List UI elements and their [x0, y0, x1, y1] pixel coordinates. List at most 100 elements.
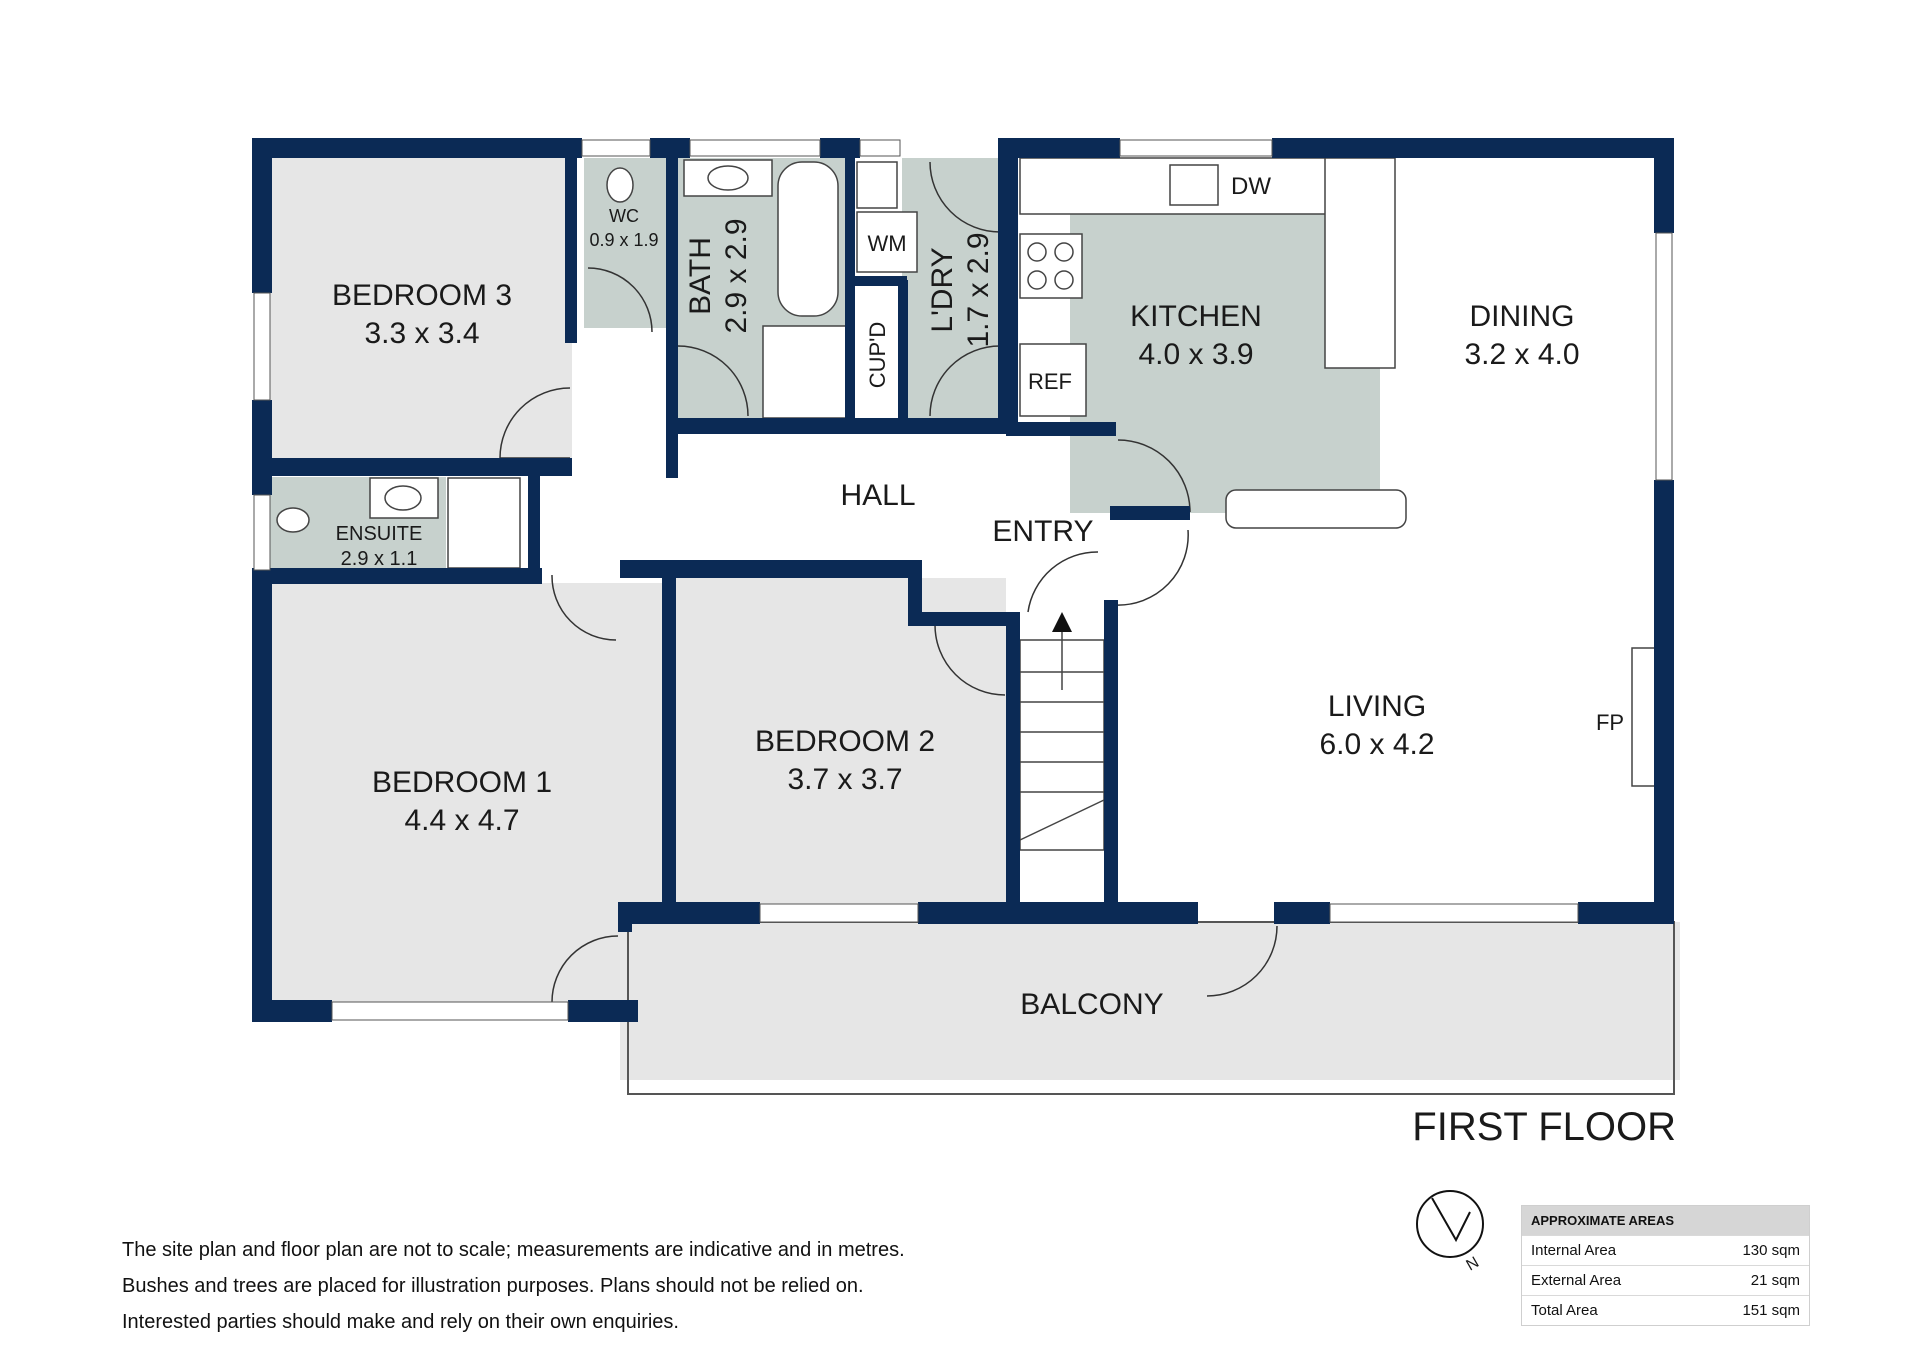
wall-ensuite-right [528, 474, 540, 574]
compass-needle-icon [1431, 1197, 1471, 1243]
wall-bath-bottom [666, 418, 1006, 434]
bedroom2-floor [676, 578, 1006, 908]
bath-basin [707, 165, 749, 191]
ensuite-dims: 2.9 x 1.1 [341, 548, 418, 570]
window-wc [581, 139, 651, 157]
room-labels: BEDROOM 3 3.3 x 3.4 WC 0.9 x 1.9 BATH 2.… [332, 173, 1676, 1149]
wall-bed1-balcony [618, 902, 632, 932]
wall-bed3-right [565, 138, 577, 343]
areas-table: APPROXIMATE AREAS Internal Area 130 sqm … [1521, 1205, 1810, 1326]
cooktop [1019, 233, 1083, 299]
wall-bottom-mid [620, 902, 760, 924]
door-bedroom1 [551, 574, 617, 641]
door-bedroom1-balcony [551, 935, 619, 1003]
laundry-tub [856, 161, 898, 209]
bedroom1-name: BEDROOM 1 [372, 766, 552, 799]
door-laundry-top [929, 161, 1001, 233]
burner-2 [1054, 242, 1074, 262]
disclaimer-line: The site plan and floor plan are not to … [122, 1239, 905, 1261]
bedroom3-dims: 3.3 x 3.4 [364, 317, 479, 350]
wm-box [856, 211, 918, 273]
bath-dims: 2.9 x 2.9 [720, 218, 753, 333]
cupd-label: CUP'D [865, 322, 890, 389]
window-living [1329, 903, 1579, 923]
living-name: LIVING [1328, 690, 1426, 723]
compass [1416, 1190, 1484, 1258]
laundry-floor [902, 158, 999, 420]
wall-bottom-left [252, 1000, 332, 1022]
door-kitchen [1117, 439, 1191, 513]
bathtub [777, 161, 839, 317]
window-bed2 [759, 903, 919, 923]
wc-name: WC [609, 206, 639, 226]
balcony-floor [620, 922, 1680, 1080]
bedroom3-floor [270, 158, 572, 461]
wall-wc-right [666, 138, 678, 423]
wall-bed2-top [908, 612, 1018, 626]
wall-bed1-right [662, 570, 676, 915]
wall-bottom-right [1578, 902, 1674, 924]
burner-1 [1027, 242, 1047, 262]
disclaimer: The site plan and floor plan are not to … [122, 1232, 905, 1340]
wall-stair-right [1104, 600, 1118, 912]
wall-left-top [252, 138, 272, 293]
wall-bottom-mid2 [918, 902, 1198, 924]
burner-4 [1054, 270, 1074, 290]
floor-fills [270, 158, 1680, 1080]
bath-name: BATH [684, 237, 717, 315]
wall-bed2-right-top [908, 560, 922, 620]
bedroom2-dims: 3.7 x 3.7 [787, 763, 902, 796]
wall-bed3-bottom [252, 458, 572, 476]
areas-row: Internal Area 130 sqm [1522, 1235, 1809, 1265]
wall-top-left [252, 138, 582, 158]
door-entry [1027, 551, 1099, 613]
window-ensuite [253, 494, 271, 571]
wall-top-right [1000, 138, 1120, 158]
bedroom2-name: BEDROOM 2 [755, 725, 935, 758]
hall-label: HALL [840, 479, 915, 512]
door-laundry-bottom [929, 345, 1001, 417]
wall-bath-right [845, 158, 855, 422]
stair-diagonal [1019, 799, 1105, 841]
disclaimer-line: Interested parties should make and rely … [122, 1311, 679, 1333]
wall-bottom-mid3 [1274, 902, 1330, 924]
wall-laundry-right [998, 138, 1018, 433]
kitchen-name: KITCHEN [1130, 300, 1262, 333]
ensuite-basin [384, 485, 422, 511]
area-label: External Area [1531, 1272, 1622, 1289]
wall-bottom-left2 [568, 1000, 638, 1022]
bath-shower [762, 325, 850, 419]
laundry-dims: 1.7 x 2.9 [962, 232, 995, 347]
areas-row: Total Area 151 sqm [1522, 1295, 1809, 1325]
wall-left-low [252, 570, 272, 1020]
windows [253, 139, 1673, 1021]
wall-top-mid2 [820, 138, 860, 158]
window-bed1 [331, 1001, 569, 1021]
compass-circle-icon [1416, 1190, 1484, 1258]
bedroom1-dims: 4.4 x 4.7 [404, 804, 519, 837]
dw-label: DW [1231, 173, 1271, 200]
breakfast-bar [1225, 489, 1407, 529]
wc-dims: 0.9 x 1.9 [589, 230, 658, 250]
wall-cupd-right [898, 280, 908, 422]
wall-top-right2 [1272, 138, 1674, 158]
fp-label: FP [1596, 710, 1624, 735]
kitchen-sink [1169, 164, 1219, 206]
living-dims: 6.0 x 4.2 [1319, 728, 1434, 761]
entry-label: ENTRY [992, 515, 1093, 548]
fridge [1019, 343, 1087, 417]
fireplace [1631, 647, 1657, 787]
wall-kitchen-entry [1110, 506, 1190, 520]
dining-name: DINING [1470, 300, 1575, 333]
ensuite-toilet [276, 507, 310, 533]
compass-north-label: N [1464, 1254, 1483, 1275]
door-bedroom2 [934, 624, 1006, 696]
wall-ensuite-bottom [252, 568, 542, 584]
balcony-label: BALCONY [1020, 988, 1163, 1021]
wall-stair-left [1006, 612, 1020, 912]
wall-cupd-top [855, 276, 907, 286]
burner-3 [1027, 270, 1047, 290]
disclaimer-line: Bushes and trees are placed for illustra… [122, 1275, 864, 1297]
fixtures [276, 157, 1657, 851]
